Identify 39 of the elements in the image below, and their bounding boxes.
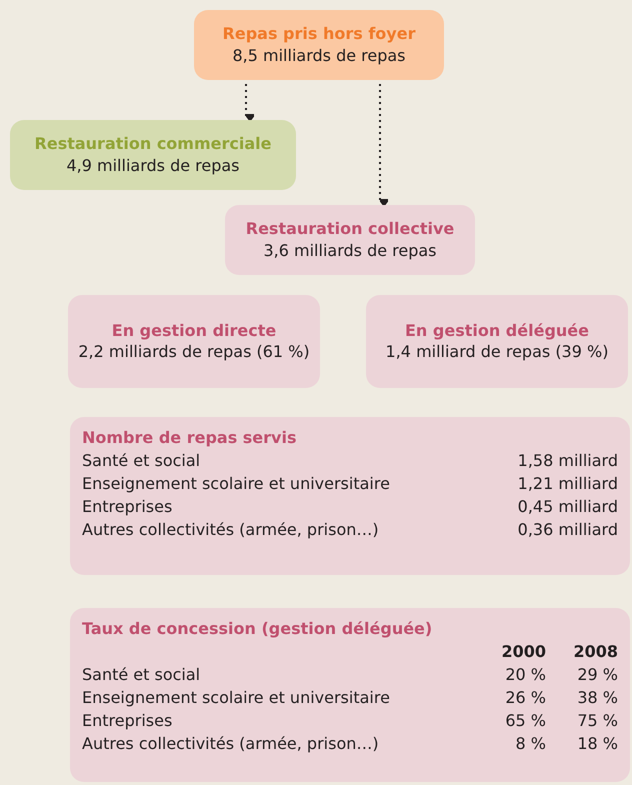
meal-count: 3,6 milliards de repas	[263, 240, 437, 262]
table-value: 26 %	[504, 686, 546, 709]
row-label: Autres collectivités (armée, prison…)	[82, 733, 380, 756]
category-box	[225, 205, 475, 275]
row-label: Santé et social	[82, 450, 202, 472]
category-box	[194, 10, 444, 80]
category-box	[10, 120, 296, 190]
row-label: Enseignement scolaire et universitaire	[82, 686, 391, 709]
dotted-arrow	[378, 84, 390, 207]
box-title: Restauration collective	[246, 218, 454, 240]
meal-count: 2,2 milliards de repas (61 %)	[78, 341, 310, 364]
row-label: Autres collectivités (armée, prison…)	[82, 519, 380, 542]
meal-count: 1,4 milliard de repas (39 %)	[386, 341, 608, 364]
box-title: Restauration commerciale	[34, 133, 272, 155]
dotted-arrow	[244, 84, 256, 122]
table-value: 18 %	[576, 733, 618, 756]
meal-count: 4,9 milliards de repas	[66, 154, 240, 177]
row-label: Entreprises	[82, 710, 174, 732]
table-value: 65 %	[504, 710, 546, 732]
table-value: 75 %	[576, 710, 618, 732]
table-value: 8 %	[514, 733, 546, 756]
panel-heading: Nombre de repas servis	[82, 427, 298, 449]
row-label: Entreprises	[82, 496, 174, 518]
table-value: 1,21 milliard	[518, 472, 618, 495]
row-label: Enseignement scolaire et universitaire	[82, 472, 391, 495]
box-title: En gestion déléguée	[405, 320, 589, 342]
meal-count: 8,5 milliards de repas	[232, 44, 406, 67]
box-title: En gestion directe	[112, 320, 276, 342]
table-value: 1,58 milliard	[518, 450, 618, 472]
row-label: Santé et social	[82, 664, 202, 686]
table-value: 0,45 milliard	[518, 496, 618, 518]
column-header: 2000	[500, 640, 546, 663]
column-header: 2008	[572, 640, 618, 663]
panel-heading: Taux de concession (gestion déléguée)	[82, 618, 434, 640]
table-value: 0,36 milliard	[518, 519, 618, 542]
table-value: 38 %	[576, 686, 618, 709]
table-value: 20 %	[504, 664, 546, 686]
table-value: 29 %	[576, 664, 618, 686]
box-title: Repas pris hors foyer	[222, 23, 416, 45]
